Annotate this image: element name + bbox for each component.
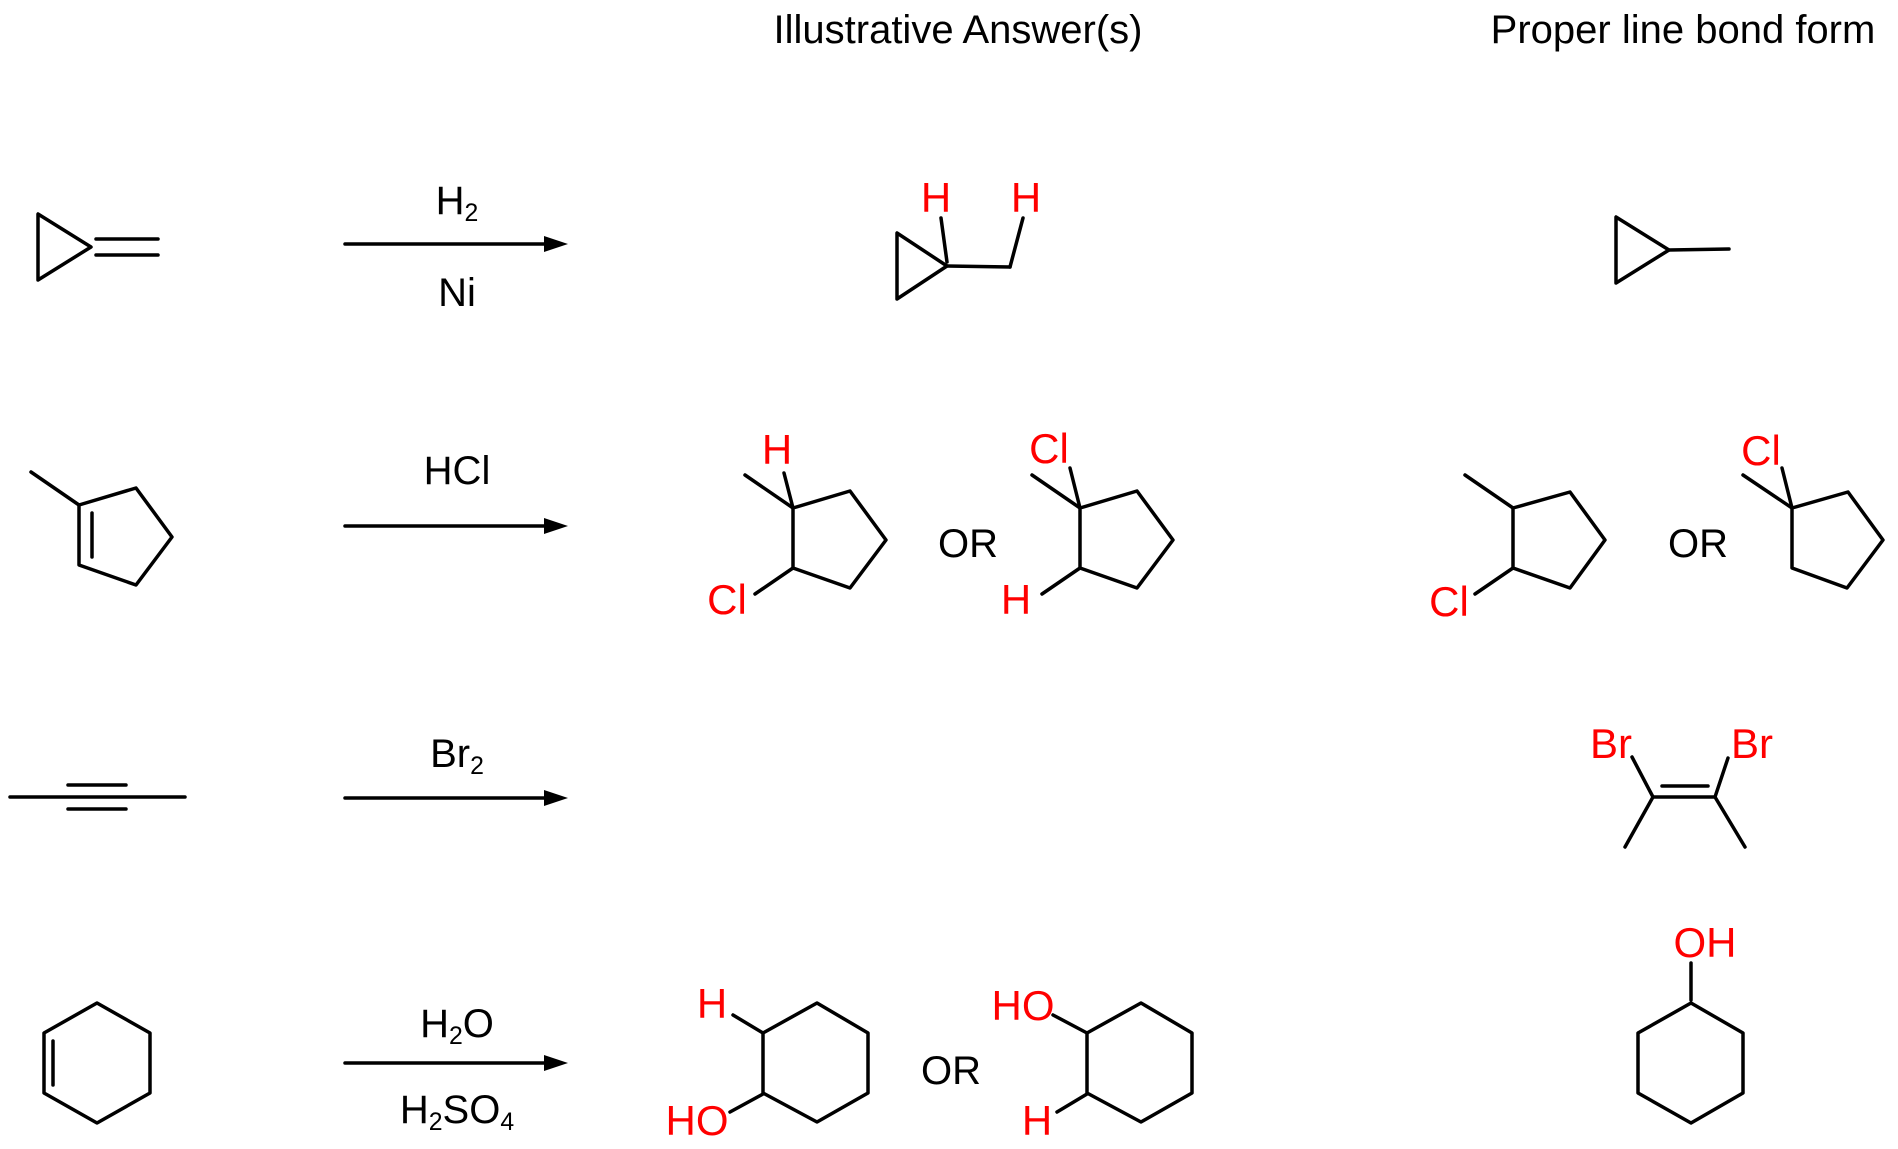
- molecule-1-chloro-2-methylcyclopentane-explicit-h: [743, 471, 888, 596]
- or-separator: OR: [938, 522, 998, 566]
- molecule-1-chloro-1-methylcyclopentane-explicit-h: [1030, 466, 1175, 596]
- reaction-arrow-4: [343, 1055, 568, 1071]
- atom-label-cl: Cl: [707, 576, 747, 623]
- arrowhead-icon: [544, 1055, 568, 1071]
- atom-label-h: H: [1021, 1097, 1053, 1144]
- reagent-h2o: H2O: [420, 1002, 494, 1051]
- reagent-hcl: HCl: [423, 449, 491, 493]
- catalyst-ni: Ni: [438, 271, 476, 315]
- atom-label-cl: Cl: [1741, 427, 1781, 474]
- reaction-arrow-1: [343, 236, 568, 252]
- molecule-cyclohexanol: [1636, 961, 1745, 1125]
- atom-label-br: Br: [1731, 720, 1773, 767]
- reagent-br2: Br2: [430, 732, 484, 781]
- molecule-cyclohexene: [42, 1001, 152, 1125]
- arrowhead-icon: [544, 790, 568, 806]
- atom-label-h: H: [1010, 174, 1042, 221]
- molecule-1-chloro-1-methylcyclopentane: [1741, 466, 1885, 590]
- reagent-h2so4: H2SO4: [399, 1088, 515, 1137]
- molecule-2-3-dibromo-2-butene: [1623, 755, 1747, 849]
- atom-label-oh: OH: [1673, 919, 1737, 966]
- or-separator: OR: [1668, 522, 1728, 566]
- arrowhead-icon: [544, 236, 568, 252]
- atom-label-ho: HO: [665, 1097, 729, 1144]
- reaction-arrow-2: [343, 518, 568, 534]
- atom-label-ho: HO: [991, 982, 1055, 1029]
- reaction-arrow-3: [343, 790, 568, 806]
- molecule-2-butyne: [8, 783, 187, 811]
- molecule-methylcyclopropane-explicit-h: [895, 216, 1025, 301]
- arrowhead-icon: [544, 518, 568, 534]
- molecule-methylcyclopropane: [1614, 215, 1731, 285]
- column-heading-illustrative: Illustrative Answer(s): [773, 8, 1143, 52]
- reagent-h2: H2: [435, 179, 479, 228]
- atom-label-h: H: [696, 980, 728, 1027]
- atom-label-cl: Cl: [1429, 578, 1469, 625]
- molecule-1-methylcyclopentene: [29, 470, 174, 587]
- atom-label-h: H: [761, 426, 793, 473]
- molecule-cyclohexanol-explicit-h-right: [1051, 1001, 1194, 1124]
- atom-label-br: Br: [1590, 720, 1632, 767]
- molecule-1-chloro-2-methylcyclopentane: [1463, 473, 1607, 596]
- atom-label-cl: Cl: [1029, 425, 1069, 472]
- atom-label-h: H: [1000, 576, 1032, 623]
- molecule-methylenecyclopropane: [36, 212, 160, 282]
- or-separator: OR: [921, 1049, 981, 1093]
- molecule-cyclohexanol-explicit-h-left: [728, 1001, 870, 1124]
- atom-label-h: H: [920, 174, 952, 221]
- column-heading-proper: Proper line bond form: [1490, 8, 1876, 52]
